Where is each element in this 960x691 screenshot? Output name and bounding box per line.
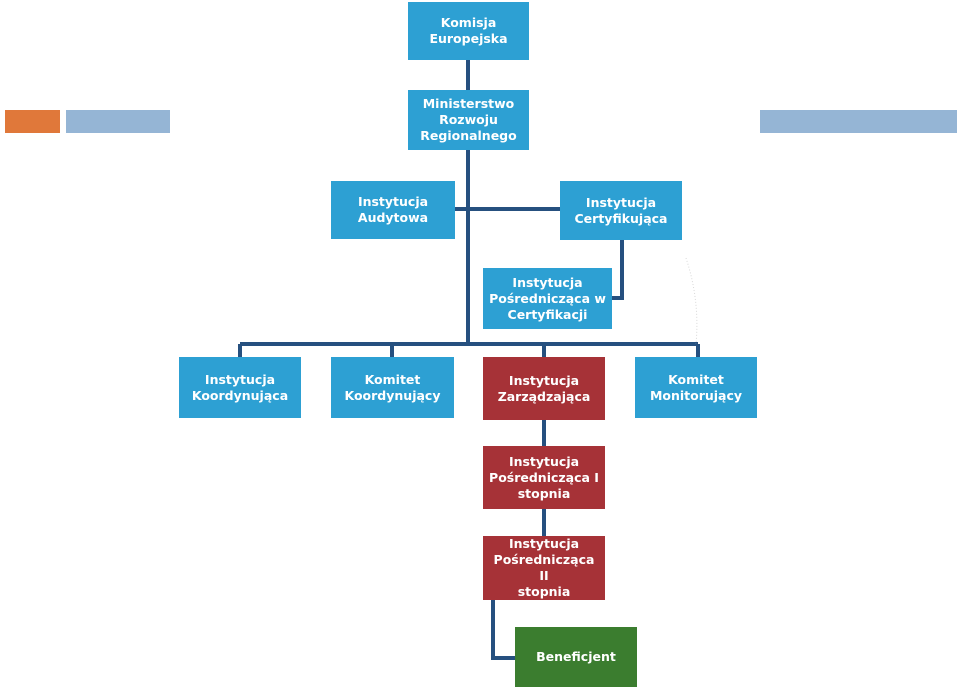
connector-certyfikujaca-posr (612, 240, 624, 300)
node-komitet-koordynujacy: Komitet Koordynujący (331, 357, 454, 418)
node-instytucja-koordynujaca: Instytucja Koordynująca (179, 357, 301, 418)
connector-posr2-beneficjent (491, 600, 515, 660)
node-ministerstwo-rozwoju-regionalnego: Ministerstwo Rozwoju Regionalnego (408, 90, 529, 150)
decor-bar-blue-left (66, 110, 170, 133)
node-komisja-europejska: Komisja Europejska (408, 2, 529, 60)
node-instytucja-zarzadzajaca: Instytucja Zarządzająca (483, 357, 605, 420)
node-beneficjent: Beneficjent (515, 627, 637, 687)
node-instytucja-posredniczaca-w-certyfikacji: Instytucja Pośrednicząca w Certyfikacji (483, 268, 612, 329)
connector-dotted (685, 257, 698, 345)
node-komitet-monitorujacy: Komitet Monitorujący (635, 357, 757, 418)
connectors (238, 60, 700, 660)
node-instytucja-certyfikujaca: Instytucja Certyfikująca (560, 181, 682, 240)
node-instytucja-posredniczaca-i-stopnia: Instytucja Pośrednicząca I stopnia (483, 446, 605, 509)
decor-bar-orange (5, 110, 60, 133)
node-instytucja-posredniczaca-ii-stopnia: Instytucja Pośrednicząca II stopnia (483, 536, 605, 600)
decor-bar-blue-right (760, 110, 957, 133)
node-instytucja-audytowa: Instytucja Audytowa (331, 181, 455, 239)
